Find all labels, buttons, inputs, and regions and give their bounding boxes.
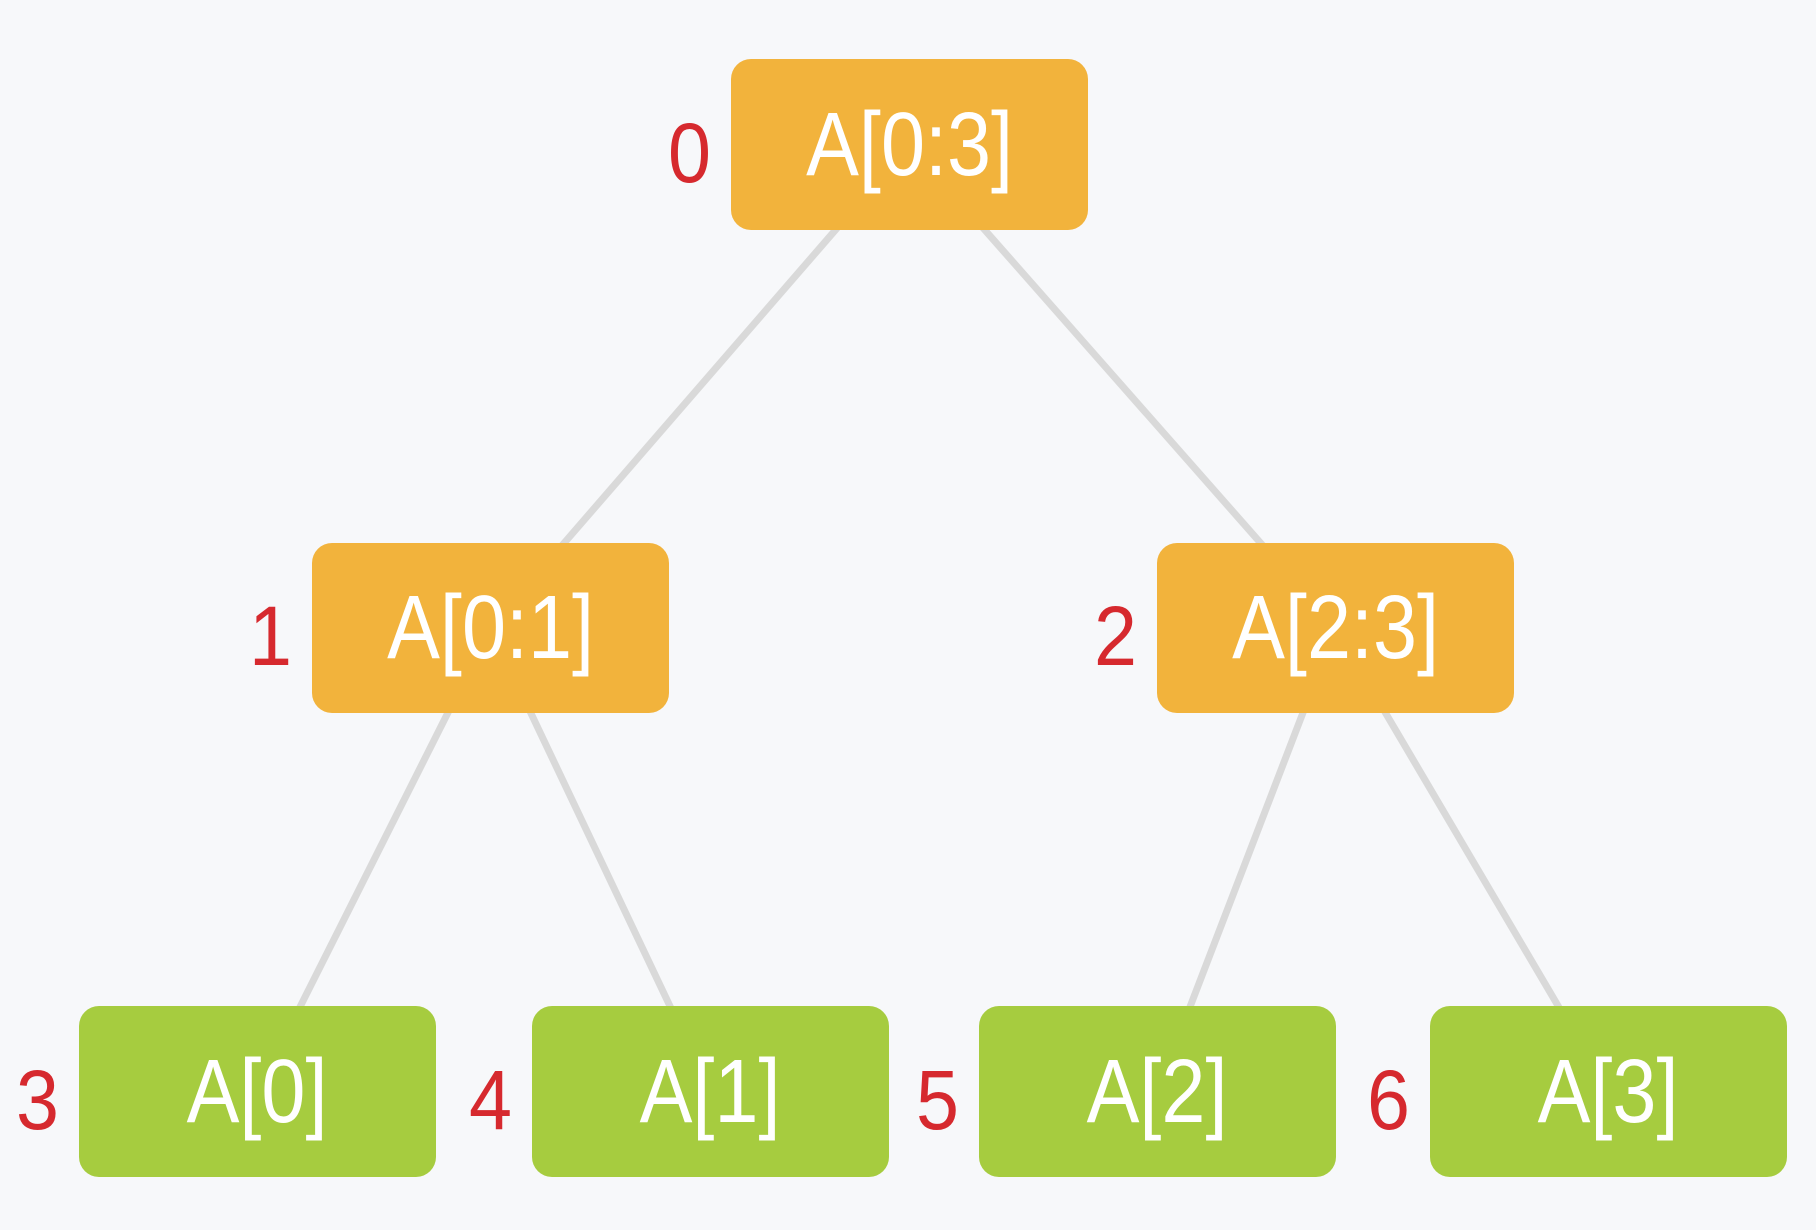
- node-index-4: 4: [469, 1052, 512, 1147]
- node-label-0: A[0:3]: [806, 94, 1013, 195]
- tree-leaf-a2: A[2]: [979, 1006, 1336, 1177]
- tree-leaf-a1: A[1]: [532, 1006, 889, 1177]
- node-index-5: 5: [916, 1052, 959, 1147]
- tree-node-right: A[2:3]: [1157, 543, 1514, 713]
- node-index-0: 0: [668, 105, 711, 200]
- node-label-5: A[2]: [1087, 1041, 1228, 1142]
- node-label-1: A[0:1]: [387, 578, 594, 678]
- tree-leaf-a3: A[3]: [1430, 1006, 1787, 1177]
- node-index-1: 1: [249, 589, 292, 683]
- tree-node-root: A[0:3]: [731, 59, 1088, 230]
- node-index-3: 3: [16, 1052, 59, 1147]
- node-label-6: A[3]: [1538, 1041, 1679, 1142]
- node-label-2: A[2:3]: [1232, 578, 1439, 678]
- tree-node-left: A[0:1]: [312, 543, 669, 713]
- node-index-2: 2: [1094, 589, 1137, 683]
- node-label-3: A[0]: [187, 1041, 328, 1142]
- tree-leaf-a0: A[0]: [79, 1006, 436, 1177]
- node-label-4: A[1]: [640, 1041, 781, 1142]
- node-index-6: 6: [1367, 1052, 1410, 1147]
